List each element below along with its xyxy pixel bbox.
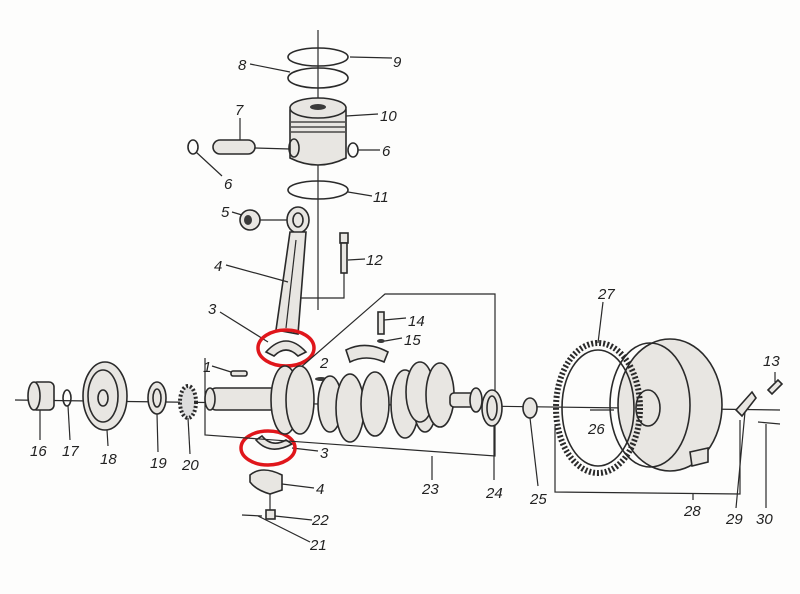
label-30: 30 bbox=[756, 511, 773, 528]
label-12: 12 bbox=[366, 252, 383, 269]
label-6-right: 6 bbox=[382, 143, 391, 160]
nut-22 bbox=[265, 509, 276, 520]
label-4-lower: 4 bbox=[316, 481, 324, 498]
washer-15 bbox=[377, 339, 385, 343]
flywheel-group-frame bbox=[554, 420, 741, 495]
bearing-shell-lower bbox=[254, 434, 294, 450]
bolt-14 bbox=[377, 311, 385, 335]
label-26: 26 bbox=[587, 421, 605, 438]
label-27: 27 bbox=[597, 286, 615, 303]
label-24: 24 bbox=[485, 485, 503, 502]
label-2: 2 bbox=[319, 355, 329, 372]
part-labels: 9 8 10 7 6 6 11 5 12 4 3 14 15 2 1 3 4 2… bbox=[30, 54, 780, 554]
label-6-left: 6 bbox=[224, 176, 233, 193]
oil-ring-11 bbox=[287, 180, 349, 200]
lock-plate-29 bbox=[734, 390, 757, 418]
piston-pin bbox=[212, 139, 256, 155]
label-7: 7 bbox=[235, 102, 244, 119]
highlight-circle-lower bbox=[239, 429, 297, 467]
label-17: 17 bbox=[62, 443, 79, 460]
label-25: 25 bbox=[529, 491, 547, 508]
label-3-lower: 3 bbox=[320, 445, 329, 462]
oil-seal-24 bbox=[481, 389, 503, 427]
piston-ring-8 bbox=[287, 67, 349, 89]
crankshaft bbox=[204, 361, 483, 443]
crankshaft-group-frame bbox=[204, 293, 496, 457]
label-29: 29 bbox=[725, 511, 743, 528]
circlip-left bbox=[187, 139, 199, 155]
gear-20 bbox=[178, 384, 198, 420]
label-23: 23 bbox=[421, 481, 439, 498]
bolt-30 bbox=[757, 421, 781, 425]
sleeve-16 bbox=[27, 381, 55, 411]
label-14: 14 bbox=[408, 313, 425, 330]
spacer-19 bbox=[147, 381, 167, 415]
label-28: 28 bbox=[683, 503, 701, 520]
piston bbox=[288, 97, 347, 166]
label-1: 1 bbox=[203, 359, 211, 376]
circlip-right bbox=[347, 142, 359, 158]
conrod-bolt-12 bbox=[339, 232, 349, 274]
label-21: 21 bbox=[309, 537, 327, 554]
main-bearing-cap bbox=[345, 344, 390, 364]
washer-13 bbox=[766, 378, 784, 396]
label-4-upper: 4 bbox=[214, 258, 222, 275]
key-1 bbox=[230, 370, 248, 377]
pulley-18 bbox=[82, 361, 128, 431]
washer-17 bbox=[62, 389, 72, 407]
bearing-shell-upper bbox=[264, 340, 308, 357]
label-16: 16 bbox=[30, 443, 47, 460]
label-5: 5 bbox=[221, 204, 230, 221]
label-10: 10 bbox=[380, 108, 397, 125]
label-3-upper: 3 bbox=[208, 301, 217, 318]
label-20: 20 bbox=[181, 457, 199, 474]
label-11: 11 bbox=[373, 189, 389, 206]
piston-ring-9 bbox=[287, 47, 349, 67]
label-22: 22 bbox=[311, 512, 329, 529]
ring-gear bbox=[553, 340, 643, 476]
conrod-cap bbox=[249, 469, 283, 495]
label-15: 15 bbox=[404, 332, 421, 349]
bearing-25 bbox=[522, 397, 538, 419]
label-13: 13 bbox=[763, 353, 780, 370]
connecting-rod bbox=[275, 206, 310, 335]
label-19: 19 bbox=[150, 455, 167, 472]
label-9: 9 bbox=[393, 54, 402, 71]
label-18: 18 bbox=[100, 451, 117, 468]
label-8: 8 bbox=[238, 57, 247, 74]
